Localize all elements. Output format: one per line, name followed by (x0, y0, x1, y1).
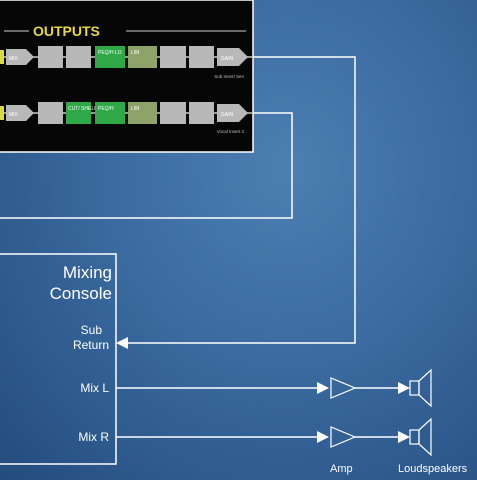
row-1-block-3 (66, 46, 91, 68)
row-2-peq-block (95, 102, 125, 124)
outputs-panel: OUTPUTS MIX PEQ/H LO LIM GAIN Sub Insert… (0, 0, 254, 153)
loudspeakers-label: Loudspeakers (398, 463, 468, 475)
row-2-cut-shelf-label: CUT/ SHELF (68, 106, 97, 112)
row-2-peq-label: PEQ/H (98, 106, 114, 112)
row-1-mix-label: MIX (9, 56, 19, 62)
row-2-gain-block (217, 104, 248, 122)
sub-return-label-line-1: Sub (80, 323, 102, 337)
mix-r-label: Mix R (78, 430, 109, 444)
row-1-input-marker (0, 50, 4, 64)
sub-return-arrowhead (116, 337, 128, 349)
row-2-caption: Vocal Insert 2 (217, 129, 245, 134)
row-1-block-6 (160, 46, 186, 68)
loudspeaker-r-icon (409, 417, 432, 457)
row-2-gain-label: GAIN (221, 112, 234, 118)
amp-r-output-arrowhead (398, 431, 410, 443)
vocal-insert-line (0, 112, 293, 219)
loudspeaker-l-icon (409, 368, 432, 408)
row-2-lim-block (128, 102, 157, 124)
sub-send-to-return-line (120, 56, 356, 344)
row-2-block-6 (160, 102, 186, 124)
row-1-gain-label: GAIN (221, 56, 234, 62)
amp-l-output-arrowhead (398, 382, 410, 394)
row-1-lim-block (128, 46, 157, 68)
row-1-caption: Sub Insert Sen (214, 74, 244, 79)
row-2-lim-label: LIM (131, 106, 139, 112)
sub-return-label-line-2: Return (72, 338, 109, 352)
row-1-block-2 (38, 46, 63, 68)
console-title-line-2: Console (49, 284, 112, 303)
row-1-block-7 (189, 46, 214, 68)
row-2-mix-block (6, 105, 34, 121)
console-title-line-1: Mixing (62, 263, 112, 282)
amp-l-icon (330, 377, 357, 399)
dsp-chain-row-1: MIX PEQ/H LO LIM GAIN Sub Insert Sen (0, 46, 252, 79)
row-2-mix-label: MIX (9, 112, 19, 118)
outputs-title: OUTPUTS (33, 23, 100, 39)
row-1-gain-block (217, 48, 248, 66)
mix-l-arrowhead (317, 382, 329, 394)
row-2-input-marker (0, 106, 4, 120)
mix-l-label: Mix L (80, 381, 109, 395)
row-1-lim-label: LIM (131, 50, 139, 56)
row-1-peq-block (95, 46, 125, 68)
row-2-block-2 (38, 102, 63, 124)
amp-label: Amp (330, 463, 353, 475)
outputs-panel-frame (0, 0, 254, 153)
mix-r-arrowhead (317, 431, 329, 443)
amp-r-icon (330, 426, 357, 448)
row-1-peq-label: PEQ/H LO (98, 50, 122, 56)
row-2-block-7 (189, 102, 214, 124)
dsp-chain-row-2: MIX CUT/ SHELF PEQ/H LIM GAIN Vocal Inse… (0, 102, 252, 134)
row-1-mix-block (6, 49, 34, 65)
row-2-cut-shelf-block (66, 102, 91, 124)
mixing-console-box (0, 253, 117, 465)
